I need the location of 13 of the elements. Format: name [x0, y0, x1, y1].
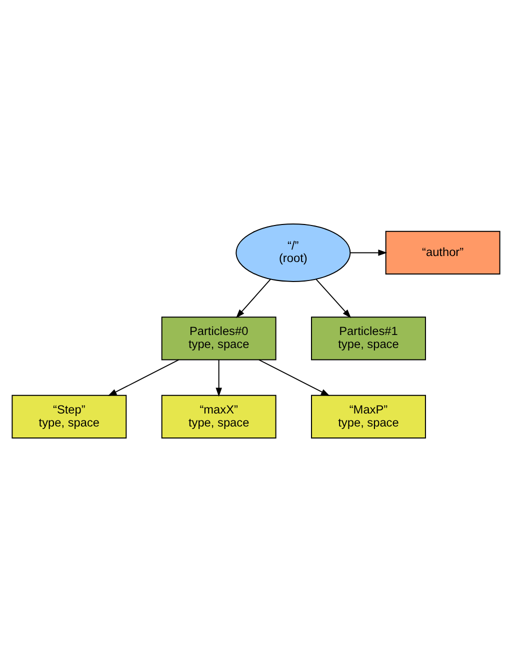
arrow	[216, 359, 222, 397]
arrow	[108, 359, 180, 396]
arrow	[316, 278, 352, 318]
arrow	[258, 359, 330, 396]
node-box: Particles#0 type, space	[161, 316, 276, 360]
arrow	[350, 250, 388, 256]
node-box: “Step” type, space	[12, 394, 127, 439]
node-box: “MaxP” type, space	[311, 394, 426, 439]
node-ellipse: “/” (root)	[236, 223, 351, 282]
node-box: “author”	[385, 230, 500, 274]
node-box: Particles#1 type, space	[311, 316, 426, 360]
node-box: “maxX” type, space	[161, 394, 276, 439]
arrow	[236, 278, 271, 318]
